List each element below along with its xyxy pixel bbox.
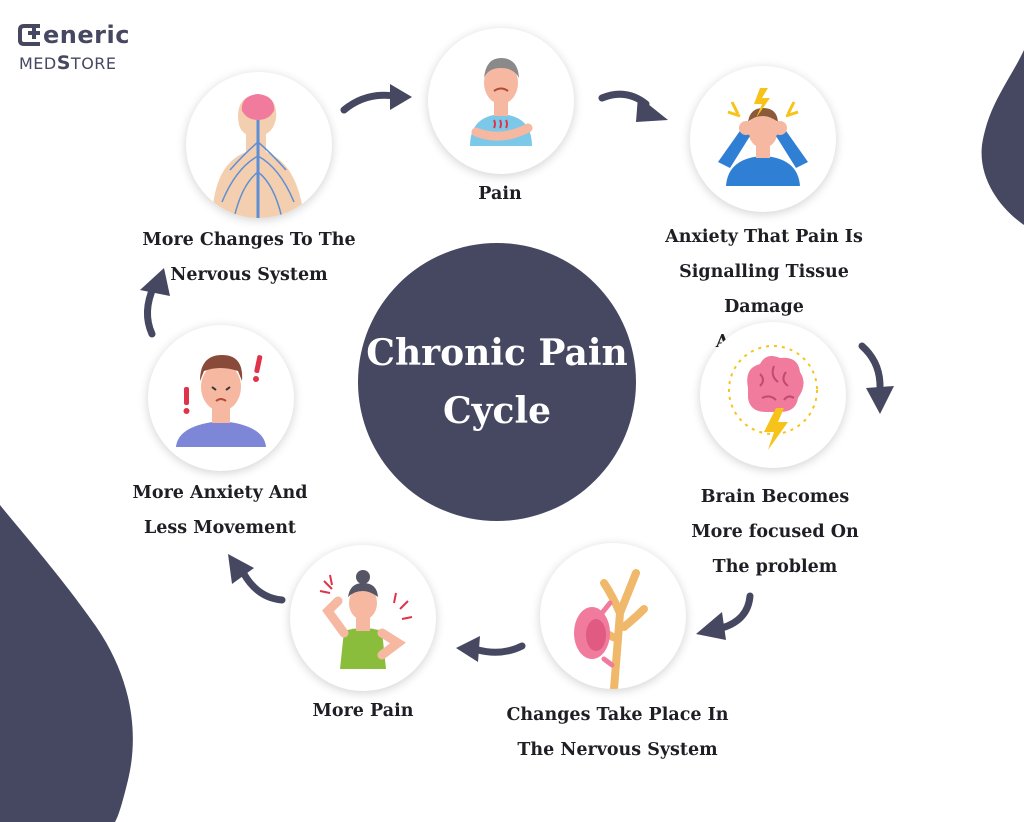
step-label-worried: More Anxiety And Less Movement: [120, 476, 320, 546]
step-node-brain: [700, 322, 846, 468]
step-label-line: Pain: [478, 184, 522, 204]
step-label-line: Brain Becomes: [700, 487, 850, 507]
cycle-arrow-4: [696, 592, 754, 640]
center-title-line1: Chronic Pain: [366, 332, 628, 374]
step-node-worried: [148, 325, 294, 471]
step-node-nervous-system: [186, 72, 332, 218]
cycle-arrow-7: [140, 268, 170, 338]
step-label-pain: Pain: [430, 177, 570, 212]
step-label-line: Changes Take Place In: [506, 705, 729, 725]
step-node-pain: [428, 28, 574, 174]
step-node-nerve: [540, 543, 686, 689]
brain-icon: [728, 345, 818, 450]
step-label-line: Less Movement: [143, 518, 297, 538]
cycle-arrow-3: [858, 342, 894, 414]
step-label-line: More focused On: [691, 522, 859, 542]
step-label-nervous-system: More Changes To The Nervous System: [140, 223, 358, 293]
cycle-arrow-5: [456, 636, 526, 662]
nervous-system-icon: [212, 94, 304, 218]
brand-med: MED: [19, 54, 57, 73]
step-label-nerve: Changes Take Place In The Nervous System: [500, 698, 735, 768]
brand-s: S: [56, 52, 71, 74]
cycle-arrow-6: [228, 554, 286, 604]
step-label-line: Signalling Tissue Damage: [679, 262, 849, 317]
step-label-line: More Changes To The: [142, 230, 356, 250]
step-node-more-pain: [290, 545, 436, 691]
step-node-anxiety: [690, 66, 836, 212]
background-blob-left: [0, 505, 133, 822]
center-title-circle: Chronic Pain Cycle: [358, 243, 636, 521]
nerve-icon: [574, 569, 648, 689]
brand-name-bottom: MEDSTORE: [19, 52, 117, 74]
step-label-line: More Anxiety And: [132, 483, 308, 503]
anxious-person-icon: [718, 88, 808, 186]
brand-logo[interactable]: eneric MEDSTORE: [18, 22, 148, 74]
step-label-line: The Nervous System: [517, 740, 718, 760]
brand-tore: TORE: [70, 54, 117, 73]
more-pain-person-icon: [319, 570, 413, 669]
pain-person-icon: [470, 58, 533, 146]
step-label-more-pain: More Pain: [293, 694, 433, 729]
step-label-line: Anxiety That Pain Is: [665, 227, 863, 247]
step-label-line: Nervous System: [170, 265, 328, 285]
center-title-line2: Cycle: [442, 390, 552, 432]
cycle-arrow-1: [340, 84, 412, 114]
brand-name-top: eneric: [43, 21, 130, 49]
worried-person-icon: [176, 355, 266, 447]
step-label-line: The problem: [712, 557, 838, 577]
step-label-line: More Pain: [312, 701, 414, 721]
step-label-brain: Brain Becomes More focused On The proble…: [660, 480, 890, 585]
medical-cross-icon: [18, 24, 40, 46]
cycle-arrow-2: [598, 90, 668, 122]
background-blob-right: [981, 50, 1024, 225]
